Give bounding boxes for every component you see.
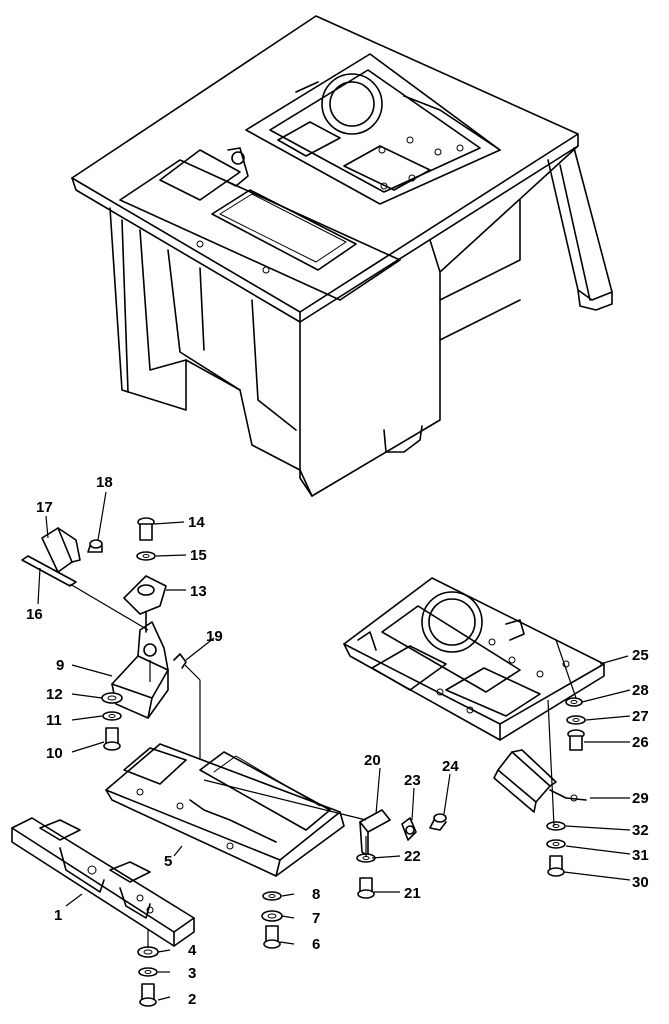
- callout-27: 27: [632, 708, 649, 725]
- callout-9: 9: [56, 657, 64, 674]
- callout-11: 11: [46, 712, 62, 729]
- callout-16: 16: [26, 606, 43, 623]
- callout-29: 29: [632, 790, 649, 807]
- part-13-cover: [123, 575, 167, 633]
- callout-leaders: [37, 491, 631, 1001]
- fasteners: [87, 517, 586, 1007]
- callout-12: 12: [46, 686, 63, 703]
- callout-14: 14: [188, 514, 205, 531]
- part-28-washer: [565, 697, 583, 707]
- part-25-floor-plate: [343, 577, 605, 741]
- callout-10: 10: [46, 745, 63, 762]
- part-16-rod: [21, 555, 77, 587]
- callout-1: 1: [54, 907, 62, 924]
- part-4-washer: [137, 946, 159, 958]
- callout-7: 7: [312, 910, 320, 927]
- callout-21: 21: [404, 885, 421, 902]
- part-9-block: [111, 621, 169, 719]
- part-23-clip: [401, 817, 417, 841]
- callout-17: 17: [36, 499, 53, 516]
- part-31-washer: [546, 839, 566, 849]
- callout-15: 15: [190, 547, 207, 564]
- part-8-washer: [262, 891, 282, 901]
- part-7-washer: [261, 910, 283, 922]
- part-32-washer: [546, 821, 566, 831]
- part-18-bolt: [87, 539, 103, 553]
- callout-6: 6: [312, 936, 320, 953]
- part-15-washer: [136, 551, 156, 561]
- callout-18: 18: [96, 474, 113, 491]
- part-12-washer: [101, 692, 123, 704]
- part-24-bolt: [429, 813, 447, 831]
- part-29-bracket: [493, 749, 587, 813]
- part-21-bolt: [357, 877, 375, 899]
- callout-25: 25: [632, 647, 649, 664]
- part-17-bracket: [41, 527, 81, 573]
- part-27-washer: [566, 715, 586, 725]
- callout-13: 13: [190, 583, 207, 600]
- callout-2: 2: [188, 991, 196, 1008]
- part-5-tray: [105, 743, 345, 877]
- callout-20: 20: [364, 752, 381, 769]
- part-10-bolt: [103, 727, 121, 751]
- callout-23: 23: [404, 772, 421, 789]
- part-30-bolt: [547, 855, 565, 877]
- callout-4: 4: [188, 942, 197, 959]
- callout-24: 24: [442, 758, 459, 775]
- callout-22: 22: [404, 848, 421, 865]
- callout-28: 28: [632, 682, 649, 699]
- part-3-washer: [138, 967, 158, 977]
- part-14-bolt: [137, 517, 155, 541]
- callout-8: 8: [312, 886, 320, 903]
- part-6-bolt: [263, 925, 281, 949]
- callout-31: 31: [632, 847, 649, 864]
- callout-30: 30: [632, 874, 649, 891]
- callout-19: 19: [206, 628, 223, 645]
- part-2-bolt: [139, 983, 157, 1007]
- part-20-bracket: [359, 809, 391, 857]
- callout-32: 32: [632, 822, 649, 839]
- callout-26: 26: [632, 734, 649, 751]
- part-1-bracket: [11, 817, 195, 947]
- part-26-bolt: [567, 729, 585, 751]
- callout-5: 5: [164, 853, 172, 870]
- cab-floor-structure: [71, 15, 613, 497]
- callout-3: 3: [188, 965, 196, 982]
- assembly-lines: [69, 583, 577, 948]
- part-11-washer: [102, 711, 122, 721]
- part-19-pin: [173, 653, 187, 669]
- callout-labels: 1 2 3 4 5 6 7 8 9 10 11 12 13 14 15 16 1…: [26, 474, 649, 1008]
